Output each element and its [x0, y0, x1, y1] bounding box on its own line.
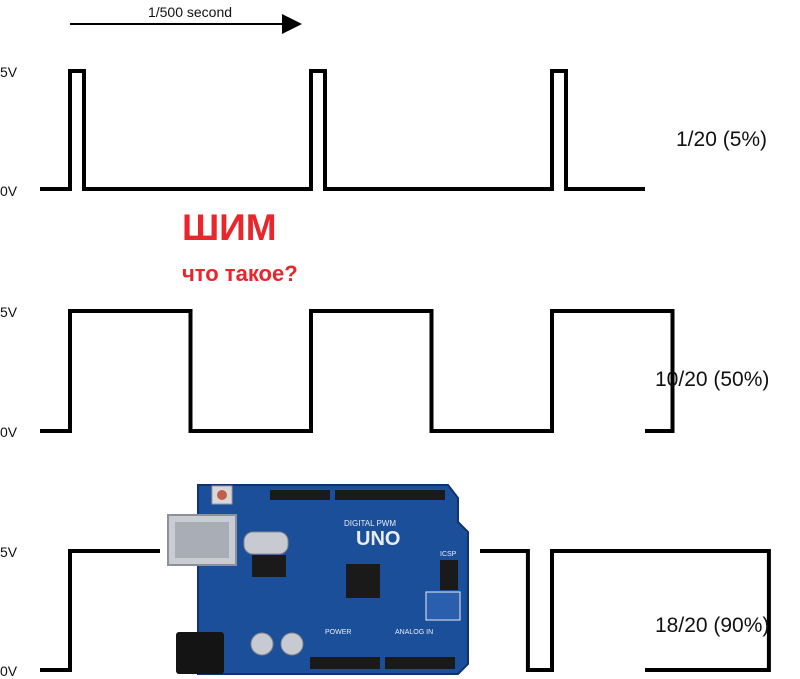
- high-level-label: 5V: [0, 304, 18, 320]
- board-power-label: POWER: [325, 629, 351, 636]
- high-level-label: 5V: [0, 544, 18, 560]
- waveform-row-2: 5V 0V 10/20 (50%): [0, 304, 769, 440]
- duty-ratio-label: 10/20 (50%): [655, 368, 769, 391]
- high-level-label: 5V: [0, 64, 18, 80]
- arduino-board-image: UNO DIGITAL PWM POWER ANALOG IN ICSP: [160, 478, 480, 679]
- low-level-label: 0V: [0, 424, 18, 440]
- waveform-row-1: 5V 0V 1/20 (5%): [0, 64, 767, 199]
- board-model: UNO: [356, 528, 400, 550]
- title-subtitle: что такое?: [182, 261, 298, 286]
- waveform-5-percent: [40, 69, 645, 191]
- board-digital-label: DIGITAL PWM: [344, 519, 396, 528]
- board-icsp-label: ICSP: [440, 551, 457, 558]
- duty-ratio-label: 1/20 (5%): [676, 128, 767, 151]
- low-level-label: 0V: [0, 663, 18, 679]
- period-label: 1/500 second: [148, 4, 232, 20]
- low-level-label: 0V: [0, 183, 18, 199]
- board-analog-label: ANALOG IN: [395, 629, 433, 636]
- waveform-50-percent: [40, 309, 675, 433]
- period-indicator: 1/500 second: [70, 4, 302, 34]
- title-main: ШИМ: [182, 207, 277, 248]
- duty-ratio-label: 18/20 (90%): [655, 614, 769, 637]
